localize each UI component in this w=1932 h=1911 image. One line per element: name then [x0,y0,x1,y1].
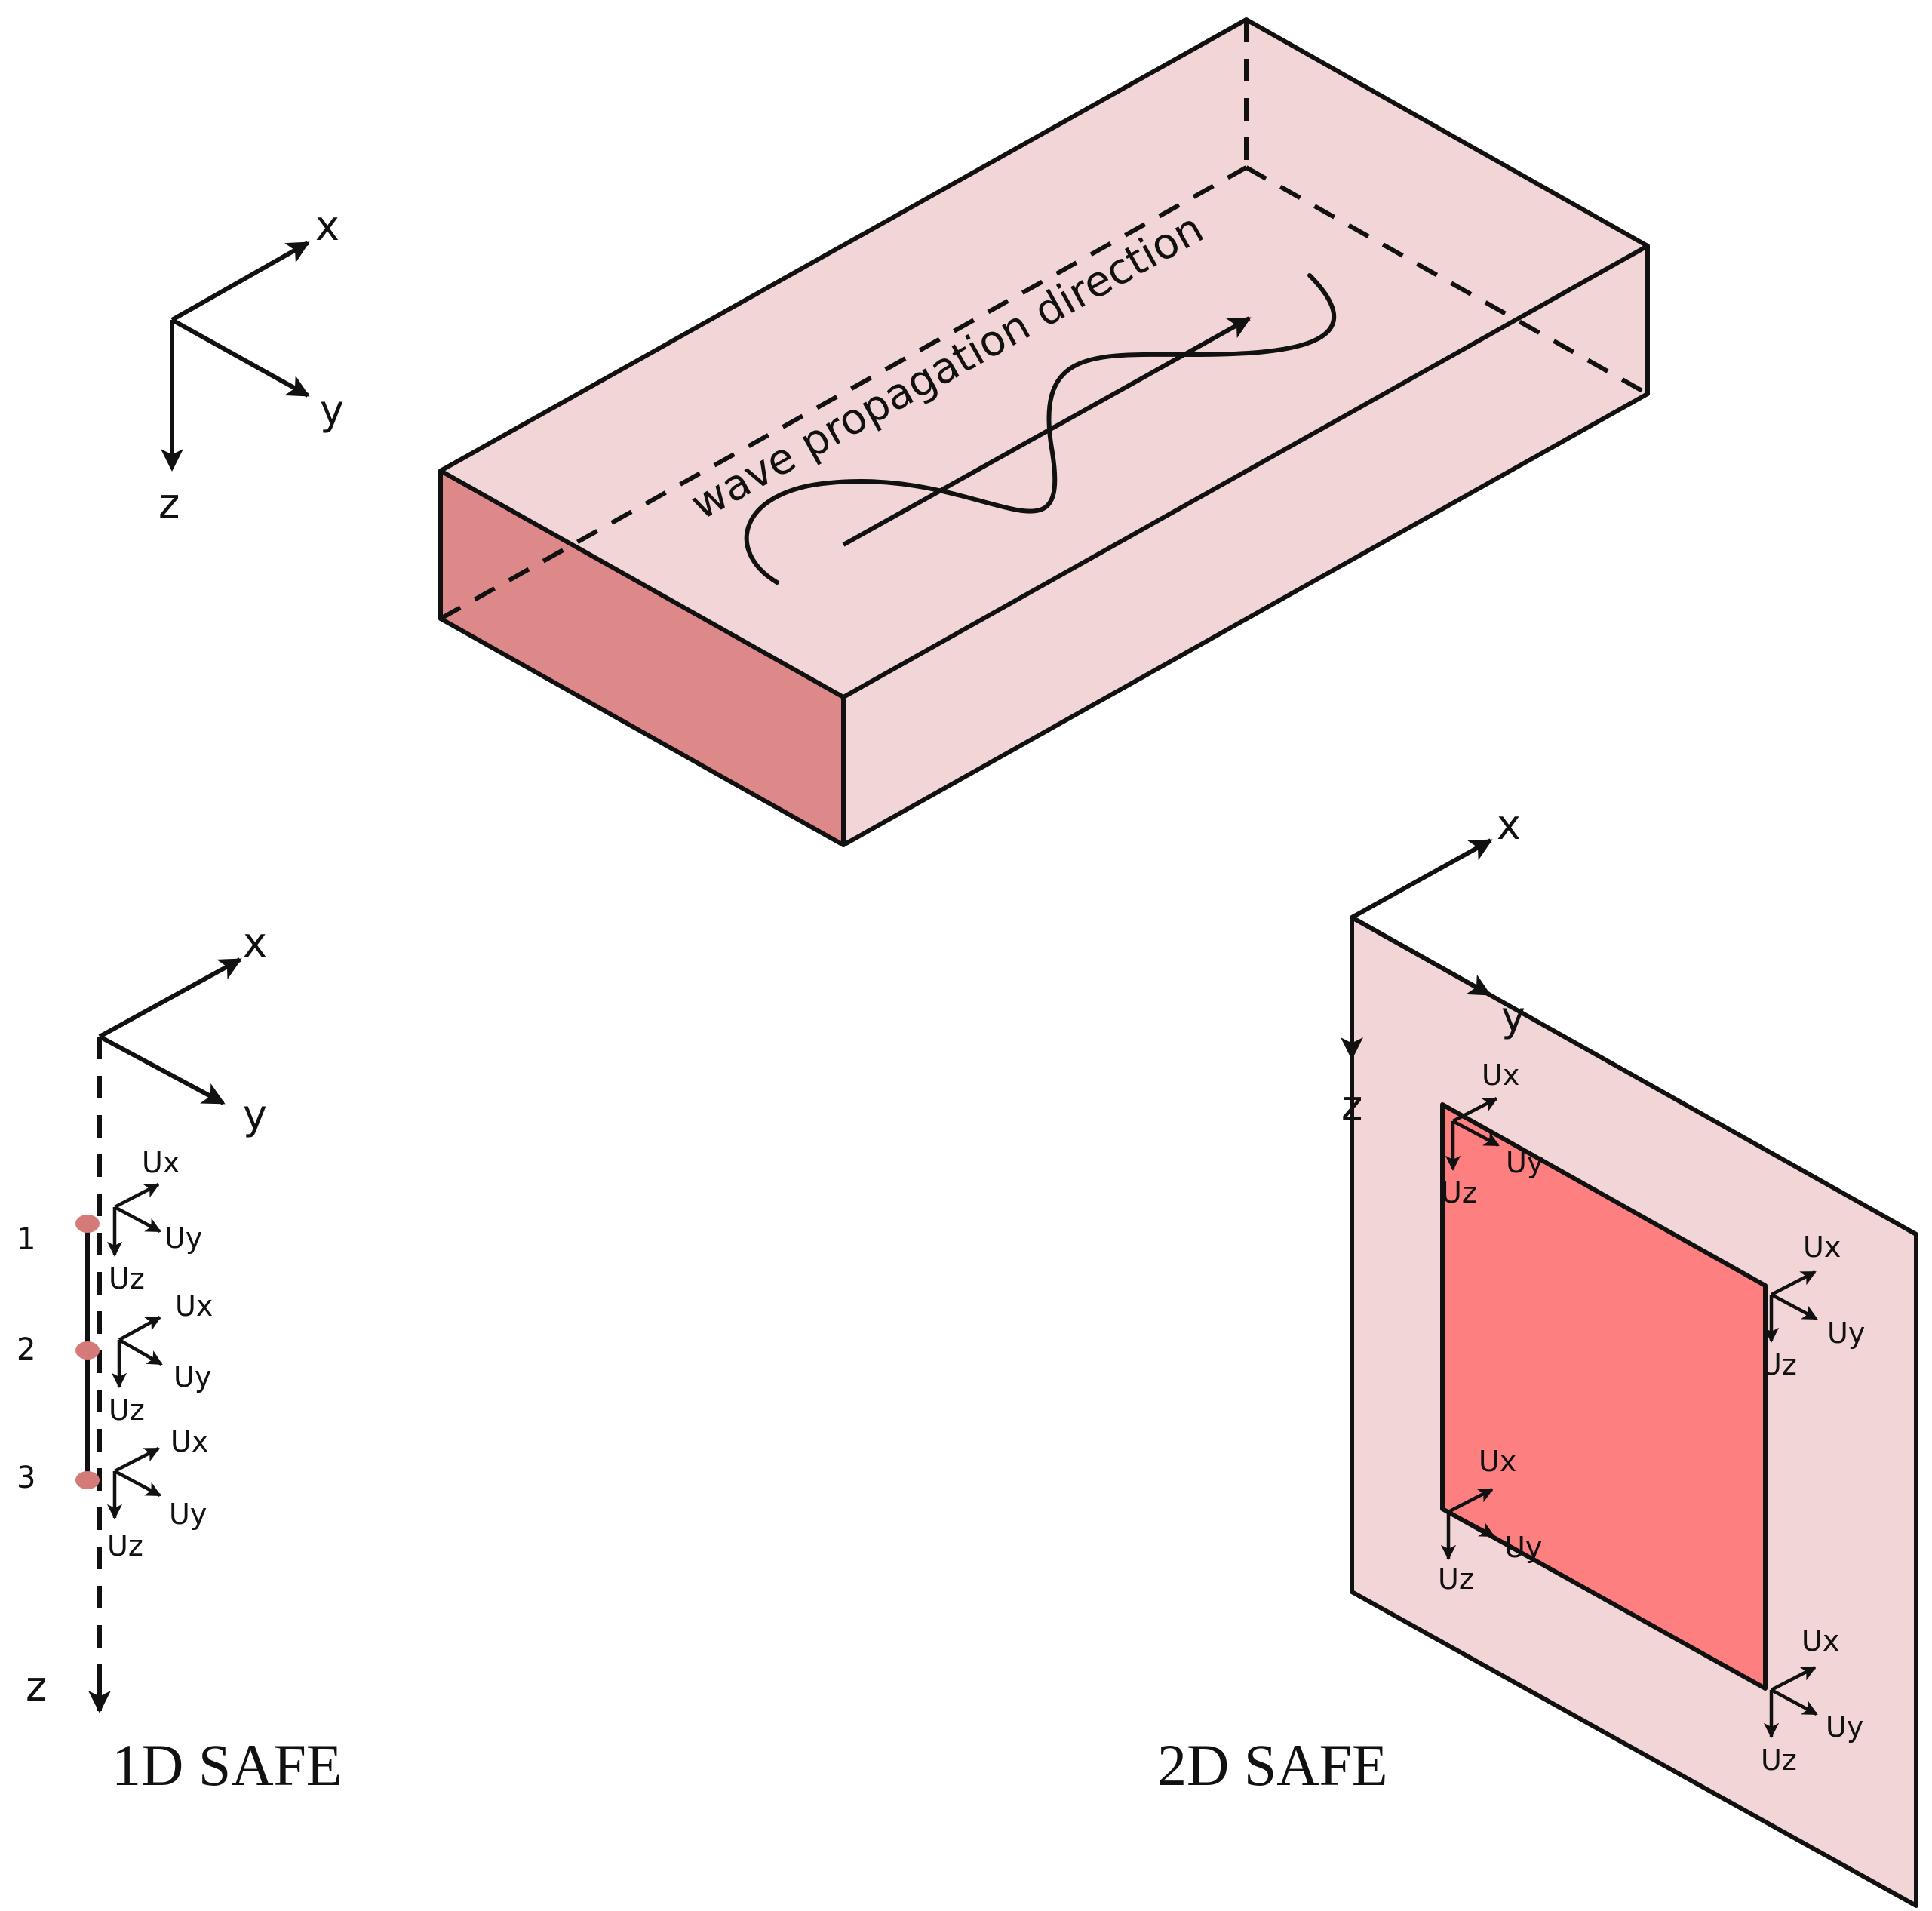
wave-curve [744,273,1337,585]
safe2d-corner-bottom-right-dofs: Ux Uy Uz [1761,1624,1863,1777]
ux-label: Ux [142,1146,180,1179]
ux-arrow [113,1447,160,1473]
ux-arrow [113,1183,160,1209]
uy-label: Uy [169,1498,207,1531]
ux-label: Ux [170,1425,208,1458]
uy-arrow [1447,1510,1495,1538]
safe2d-corner-top-right-dofs: Ux Uy Uz [1761,1230,1865,1381]
ux-arrow [118,1316,161,1341]
waveguide-box: wave propagation direction [438,17,1650,847]
safe-1d: x y z 1 2 3 Ux Uy Uz Ux Uy Uz [17,919,342,1798]
safe1d-node-2-number: 2 [17,1332,35,1367]
safe1d-y-label: y [243,1091,267,1138]
ux-arrow [1447,1488,1494,1513]
safe1d-node-3-dot [75,1471,100,1489]
safe2d-corner-bottom-left-dofs: Ux Uy Uz [1438,1445,1542,1596]
y-axis-label: y [320,386,344,434]
safe1d-node-2-dot [75,1341,100,1360]
safe1d-caption: 1D SAFE [112,1732,342,1798]
safe1d-node-1-number: 1 [17,1222,35,1257]
uz-label: Uz [107,1529,143,1562]
safe1d-x-label: x [243,919,267,966]
z-axis-label: z [158,480,180,527]
uz-label: Uz [109,1393,145,1427]
box-right-face [843,246,1648,845]
uy-label: Uy [1826,1710,1863,1744]
box-edge-bottom-right [841,392,1650,847]
uy-label: Uy [164,1221,202,1255]
uy-arrow [113,1206,161,1233]
ux-label: Ux [175,1289,213,1323]
ux-arrow [1451,1097,1498,1123]
safe1d-x-axis-arrow [98,957,242,1039]
box-edge-bottom-front [438,616,846,847]
ux-label: Ux [1479,1445,1516,1478]
y-axis-arrow [170,318,310,398]
x-axis-label: x [315,202,339,250]
safe2d-caption: 2D SAFE [1157,1732,1388,1798]
safe1d-node-1-dot [75,1215,100,1233]
safe1d-y-axis-arrow [98,1034,226,1105]
safe1d-node-3-dofs: Ux Uy Uz [106,1425,208,1562]
safe2d-y-label: y [1501,993,1525,1040]
uy-label: Uy [1504,1531,1542,1564]
uy-label: Uy [1827,1317,1865,1350]
uz-label: Uz [1761,1348,1797,1381]
safe1d-node-3-number: 3 [17,1461,35,1495]
safe2d-x-label: x [1497,801,1521,849]
top-axes: x y z [158,202,344,527]
safe2d-section-outline [1440,1102,1768,1691]
box-top-face [441,20,1648,697]
safe2d-corner-top-left-dofs: Ux Uy Uz [1441,1058,1543,1209]
box-front-face [441,471,843,845]
uy-label: Uy [174,1360,211,1393]
safe2d-y-axis-arrow [1350,915,1491,997]
uy-arrow [1451,1120,1500,1147]
safe2d-x-axis-arrow [1350,838,1493,920]
ux-label: Ux [1801,1624,1839,1658]
x-axis-arrow [170,241,310,322]
safe2d-section [1442,1105,1765,1688]
uz-label: Uz [1761,1744,1797,1777]
safe1d-z-label: z [26,1663,47,1710]
uy-arrow [1770,1688,1818,1716]
uz-label: Uz [109,1262,145,1295]
uz-label: Uz [1441,1176,1477,1209]
ux-label: Ux [1803,1230,1841,1264]
safe1d-node-2-dofs: Ux Uy Uz [109,1289,213,1427]
ux-arrow [1770,1666,1817,1691]
safe2d-plane-outline [1350,915,1918,1908]
safe-2d: x y z Ux Uy Uz Ux Uy Uz Ux Uy Uz [1157,801,1918,1908]
uy-label: Uy [1506,1146,1543,1179]
uy-arrow [118,1338,163,1366]
ux-arrow [1770,1270,1817,1296]
safe1d-node-1-dofs: Ux Uy Uz [106,1146,202,1295]
uz-label: Uz [1438,1562,1474,1596]
safe2d-z-label: z [1341,1082,1362,1129]
uy-arrow [1770,1293,1818,1320]
uy-arrow [113,1470,161,1497]
ux-label: Ux [1482,1058,1519,1092]
